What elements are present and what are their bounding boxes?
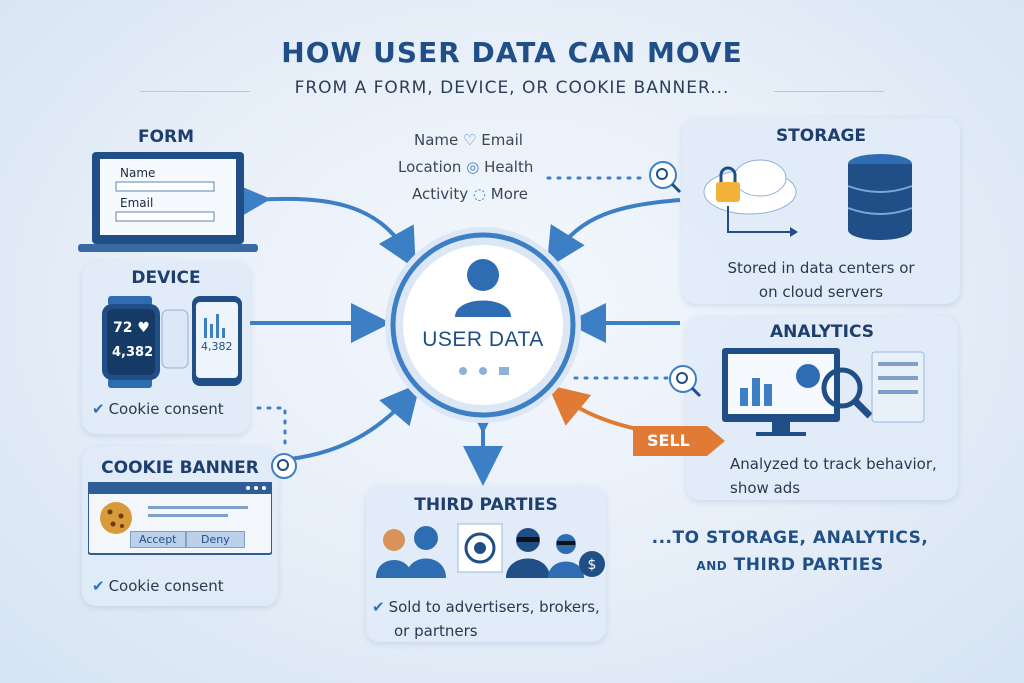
center-label: USER DATA — [422, 328, 544, 351]
phone-steps: 4,382 — [201, 340, 233, 353]
accept-button[interactable]: Accept — [130, 531, 186, 548]
storage-caption: Stored in data centers or on cloud serve… — [727, 259, 915, 301]
person-icon — [376, 529, 412, 578]
location-icon: ◎ — [466, 158, 480, 176]
search-badge-icon-2 — [669, 365, 702, 398]
third-parties-panel-title: THIRD PARTIES — [414, 495, 558, 515]
subtitle-rule-left — [140, 91, 250, 92]
watch-heart-rate: 72 ♥ — [113, 320, 150, 336]
money-bag-icon: $ — [579, 551, 605, 577]
checkmark-icon: ✔ — [372, 598, 385, 616]
search-badge-icon — [649, 161, 682, 194]
third-parties-caption: ✔Sold to advertisers, brokers, or partne… — [372, 598, 600, 640]
form-field-email-label: Email — [120, 196, 154, 210]
laptop-icon — [78, 152, 258, 252]
subtitle-rule-right — [774, 91, 884, 92]
device-cookie-consent: ✔Cookie consent — [92, 400, 224, 418]
database-icon — [847, 154, 913, 240]
magnifier-badge-icon — [271, 453, 297, 479]
sell-tag — [633, 426, 725, 456]
lock-icon — [716, 166, 740, 202]
cookie-banner-consent: ✔Cookie consent — [92, 577, 224, 595]
agent-icon — [506, 528, 550, 578]
analytics-monitor-icon — [722, 348, 925, 436]
form-panel-title: FORM — [137, 127, 195, 147]
watch-steps: 4,382 — [112, 345, 154, 360]
analytics-caption: Analyzed to track behavior, show ads — [730, 455, 937, 497]
form-panel: FORM — [82, 118, 250, 256]
cloud-icon — [703, 159, 797, 215]
footer-line1: ...TO STORAGE, ANALYTICS, — [651, 528, 929, 548]
device-panel-title: DEVICE — [131, 268, 201, 288]
arrow-storage-center — [546, 198, 681, 269]
user-data-hub — [385, 227, 581, 423]
smartwatch-phone-icon — [102, 296, 242, 388]
activity-icon: ◌ — [472, 185, 486, 203]
page-subtitle: FROM A FORM, DEVICE, OR COOKIE BANNER... — [294, 78, 730, 98]
checkmark-icon: ✔ — [92, 577, 105, 595]
person-icon-2 — [406, 526, 446, 578]
arrow-form-center — [229, 181, 416, 269]
storage-cloud-database-icon — [703, 154, 913, 240]
third-parties-people-icon: $ — [376, 523, 605, 578]
agent-icon-2 — [548, 534, 584, 578]
heart-icon: ♡ — [463, 131, 477, 149]
cookie-banner-panel-title: COOKIE BANNER — [101, 458, 259, 478]
page-title: HOW USER DATA CAN MOVE — [281, 36, 743, 69]
analytics-panel-title: ANALYTICS — [770, 322, 874, 342]
sell-label: SELL — [647, 431, 690, 450]
target-cursor-icon — [457, 523, 503, 573]
form-field-name-label: Name — [120, 166, 156, 180]
cookie-icon — [100, 502, 132, 534]
arrow-cookie-center — [279, 382, 421, 462]
data-types-list: Name ♡ Email Location ◎ Health Activity … — [398, 131, 534, 203]
user-icon — [455, 259, 511, 317]
checkmark-icon: ✔ — [92, 400, 105, 418]
deny-button[interactable]: Deny — [186, 531, 245, 548]
storage-panel-title: STORAGE — [775, 126, 867, 146]
footer-line2: AND THIRD PARTIES — [696, 555, 884, 575]
svg-text:$: $ — [588, 557, 597, 573]
